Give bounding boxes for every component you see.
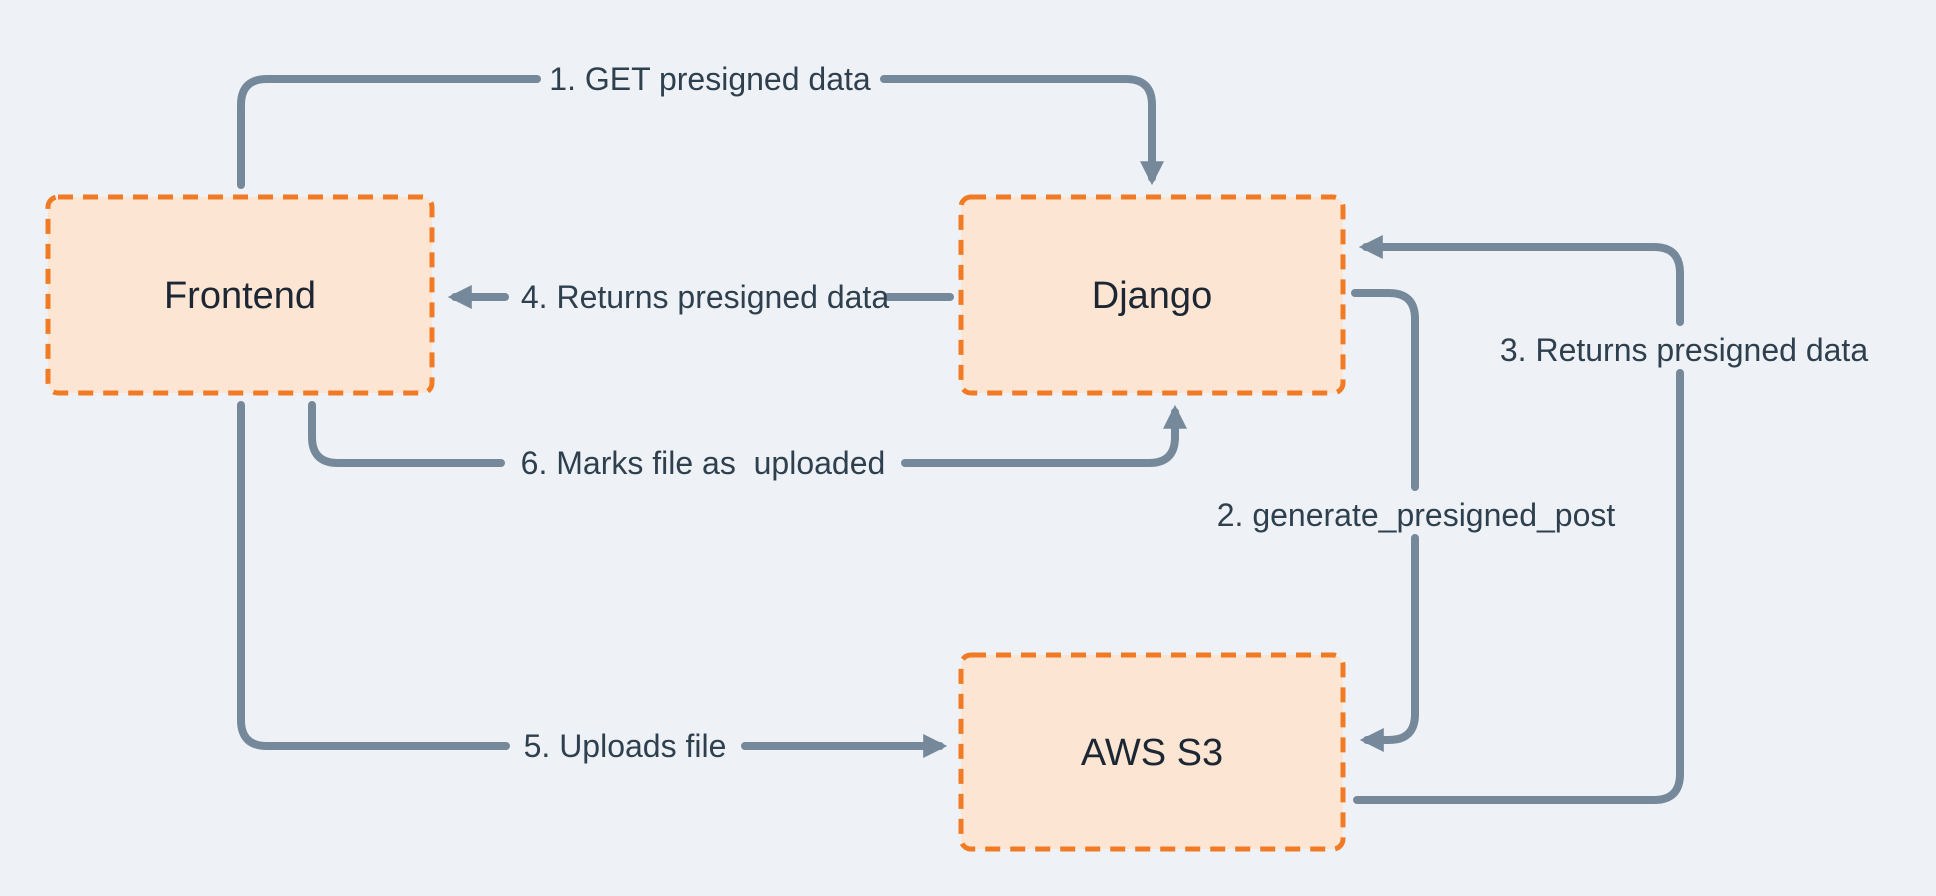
- node-django: Django: [958, 194, 1346, 396]
- aws-s3-label: AWS S3: [1081, 732, 1223, 774]
- django-box: [958, 194, 1346, 396]
- edge-3-returns-presigned-line-top-arrow: [1358, 235, 1684, 326]
- node-aws-s3: AWS S3: [958, 652, 1346, 852]
- edge-2-generate-presigned-line-top: [1351, 289, 1419, 491]
- edge-labels-layer: 1. GET presigned data 2. generate_presig…: [521, 61, 1869, 764]
- edges-layer: [237, 75, 1684, 804]
- node-frontend: Frontend: [45, 194, 435, 396]
- edge-5-label: 5. Uploads file: [524, 728, 727, 764]
- edge-1-get-presigned-line-right-arrow: [880, 75, 1164, 186]
- django-label: Django: [1092, 275, 1212, 317]
- frontend-box: [45, 194, 435, 396]
- aws-s3-box: [958, 652, 1346, 852]
- frontend-label: Frontend: [164, 275, 316, 317]
- edge-4-label: 4. Returns presigned data: [521, 279, 889, 315]
- nodes-layer: Frontend Django AWS S3: [45, 194, 1346, 852]
- edge-3-label: 3. Returns presigned data: [1500, 332, 1868, 368]
- edge-1-label: 1. GET presigned data: [549, 61, 871, 97]
- edge-2-label: 2. generate_presigned_post: [1217, 497, 1616, 533]
- edge-1-get-presigned-line-left: [237, 75, 541, 189]
- edge-6-marks-uploaded-line-right-arrow: [901, 404, 1187, 467]
- edge-6-marks-uploaded-line-left: [308, 401, 505, 467]
- edge-3-returns-presigned-line-bottom: [1353, 369, 1684, 804]
- edge-2-generate-presigned-line-bottom-arrow: [1359, 534, 1419, 752]
- edge-5-uploads-file-line-left: [237, 401, 510, 750]
- edge-6-label: 6. Marks file as uploaded: [521, 445, 886, 481]
